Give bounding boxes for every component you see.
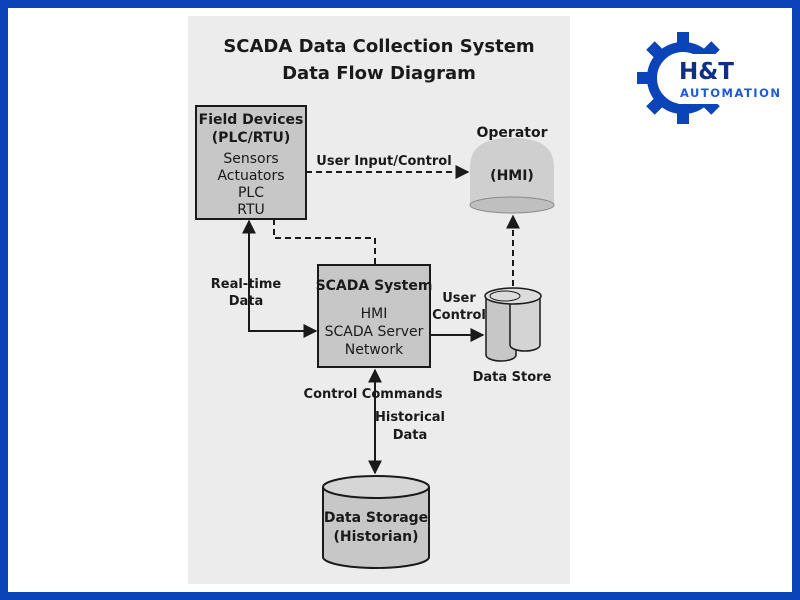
scada-system-item: Network [345,342,404,358]
realtime-data-label-line1: Real-time [211,277,282,292]
realtime-data-label-line2: Data [229,294,264,309]
field-devices-item: PLC [238,185,264,201]
data-storage-title: Data Storage [324,510,428,526]
realtime-data-arrow [242,219,318,338]
logo-subtext: AUTOMATION [680,86,781,100]
scada-system-node[interactable]: SCADA System HMI SCADA Server Network [316,264,433,368]
logo-text: H&T [679,59,734,85]
data-store-label: Data Store [473,370,552,385]
diagram-title-line2: Data Flow Diagram [282,63,476,84]
data-storage-node[interactable]: Data Storage (Historian) [322,475,430,569]
operator-label: Operator [477,125,548,141]
field-devices-node[interactable]: Field Devices (PLC/RTU) Sensors Actuator… [195,105,307,220]
diagram-title-line1: SCADA Data Collection System [223,36,534,57]
historical-data-label-line1: Historical [375,410,445,425]
scada-system-item: SCADA Server [325,324,424,340]
data-storage-subtitle: (Historian) [333,529,418,545]
field-to-scada-dashed-link [273,219,376,265]
user-control-label-line2: Control [432,308,486,323]
operator-hmi-node[interactable]: Operator (HMI) [469,125,555,214]
field-devices-title: Field Devices [199,112,304,128]
data-store-node[interactable]: Data Store [473,287,552,385]
user-control-label-line1: User [442,291,476,306]
field-devices-item: Sensors [223,151,278,167]
user-input-control-label: User Input/Control [316,154,451,169]
scada-system-title: SCADA System [316,278,433,294]
operator-hmi-label: (HMI) [490,168,534,184]
control-commands-label: Control Commands [304,387,443,402]
field-devices-subtitle: (PLC/RTU) [212,130,290,146]
scada-system-item: HMI [361,306,388,322]
field-devices-item: RTU [237,202,265,218]
historical-data-label-line2: Data [393,428,428,443]
brand-logo: H&T AUTOMATION [637,32,782,124]
field-devices-item: Actuators [217,168,284,184]
